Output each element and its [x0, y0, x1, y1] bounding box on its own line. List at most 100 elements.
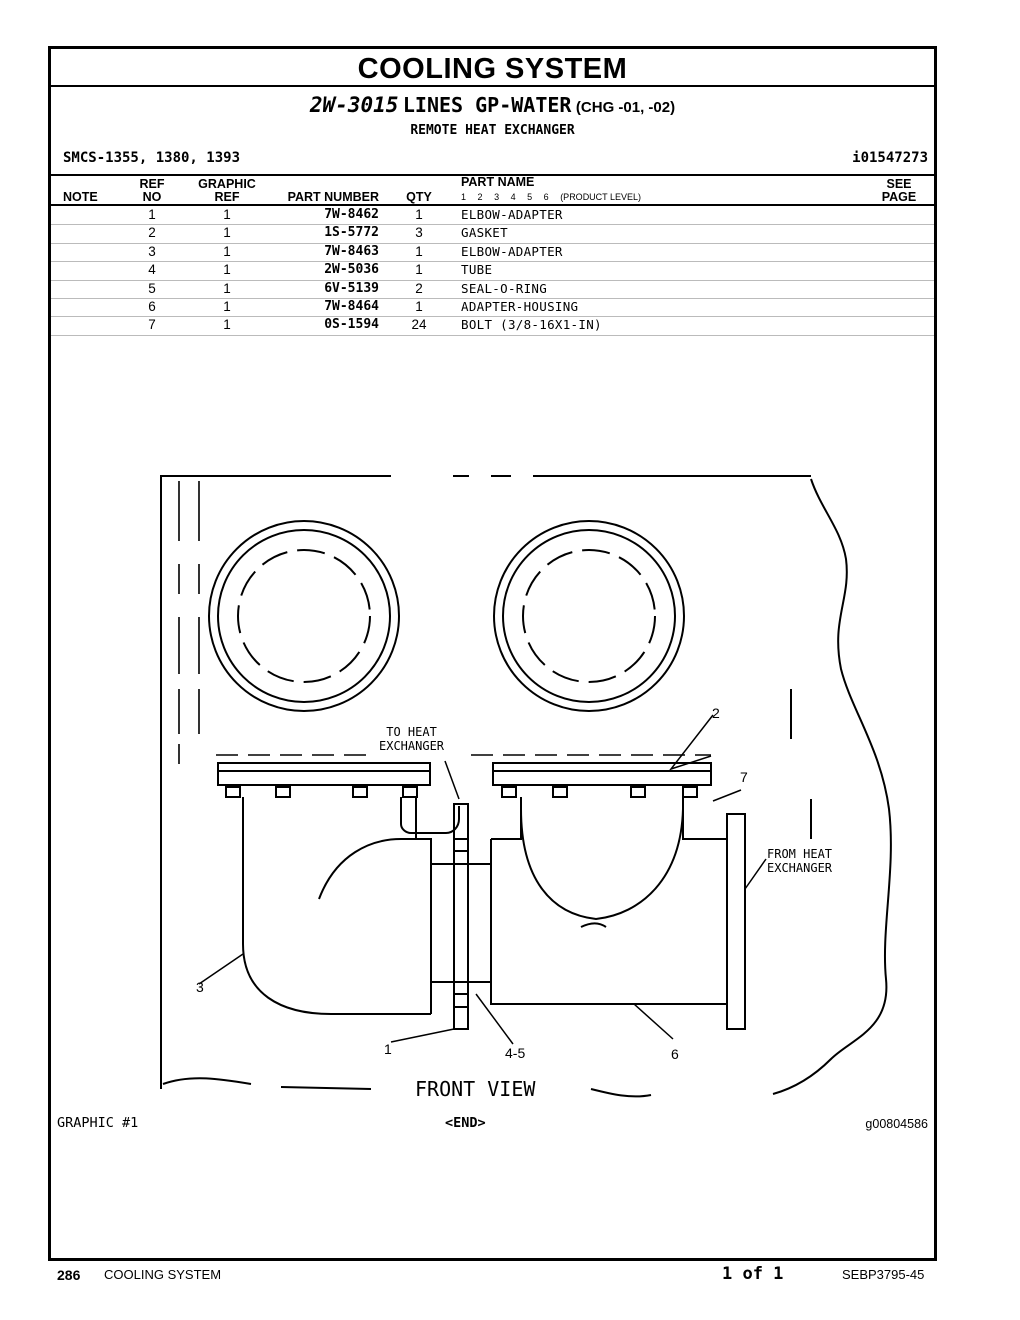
ref-no-cell: 7 — [148, 317, 156, 333]
graphic-ref-cell: 1 — [223, 262, 231, 278]
group-part-number: 2W-3015 — [309, 93, 399, 117]
ref-no-cell: 2 — [148, 225, 156, 241]
to-heat-line2: EXCHANGER — [379, 739, 445, 753]
table-row: 4 1 2W-5036 1 TUBE — [51, 261, 934, 281]
col-header-see-bottom: PAGE — [881, 190, 917, 204]
footer-section: COOLING SYSTEM — [104, 1267, 222, 1282]
graphic-ref-cell: 1 — [223, 207, 231, 222]
part-number-cell: 0S-1594 — [324, 317, 379, 333]
callout-1: 1 — [384, 1041, 392, 1057]
ref-no-cell: 6 — [148, 299, 156, 314]
ref-no-cell: 5 — [148, 280, 156, 296]
col-header-part-name: PART NAME — [461, 175, 535, 189]
table-row: 2 1 1S-5772 3 GASKET — [51, 224, 934, 244]
end-marker: <END> — [445, 1115, 486, 1131]
subtitle: REMOTE HEAT EXCHANGER — [410, 123, 575, 138]
smcs-codes: SMCS-1355, 1380, 1393 — [63, 150, 241, 166]
left-flange — [217, 762, 431, 798]
part-name-cell: GASKET — [461, 225, 508, 241]
port-circle-left — [208, 520, 400, 712]
from-heat-line1: FROM HEAT — [767, 847, 833, 861]
page-frame: COOLING SYSTEM 2W-3015 LINES GP-WATER (C… — [48, 46, 937, 1261]
qty-cell: 1 — [415, 299, 423, 314]
left-elbow-adapter — [242, 797, 460, 1015]
part-name-cell: ELBOW-ADAPTER — [461, 243, 563, 259]
graphic-ref-cell: 1 — [223, 280, 231, 296]
callout-6: 6 — [671, 1046, 679, 1062]
from-heat-line2: EXCHANGER — [767, 861, 833, 875]
document-number: SEBP3795-45 — [842, 1267, 925, 1282]
right-flange — [492, 762, 712, 798]
front-view-drawing — [160, 475, 892, 1098]
qty-cell: 24 — [411, 317, 427, 333]
part-number-cell: 7W-8462 — [324, 207, 379, 222]
table-row: 7 1 0S-1594 24 BOLT (3/8-16X1-IN) — [51, 316, 934, 336]
part-name-cell: ELBOW-ADAPTER — [461, 207, 563, 222]
header-divider — [51, 174, 934, 176]
col-header-see-top: SEE — [886, 177, 912, 191]
page-number: 286 — [57, 1267, 81, 1283]
col-header-note: NOTE — [63, 190, 98, 204]
graphic-id: g00804586 — [865, 1117, 928, 1131]
section-title: COOLING SYSTEM — [51, 49, 934, 87]
from-heat-label: FROM HEAT EXCHANGER — [767, 847, 832, 875]
to-heat-label: TO HEAT EXCHANGER — [379, 725, 444, 753]
port-circle-right — [493, 520, 685, 712]
ref-no-cell: 3 — [148, 243, 156, 259]
part-name-cell: ADAPTER-HOUSING — [461, 299, 579, 314]
housing-outline — [160, 475, 892, 1098]
product-level-5: 5 — [527, 192, 533, 202]
left-dashed-guides — [178, 481, 200, 764]
part-number-cell: 1S-5772 — [324, 225, 379, 241]
part-number-cell: 2W-5036 — [324, 262, 379, 278]
callout-leaders — [198, 714, 767, 1045]
table-row: 5 1 6V-5139 2 SEAL-O-RING — [51, 280, 934, 299]
qty-cell: 2 — [415, 280, 423, 296]
ref-no-cell: 4 — [148, 262, 156, 278]
callout-2: 2 — [712, 705, 720, 721]
col-header-ref-top: REF — [139, 177, 165, 191]
page-of: 1 of 1 — [722, 1264, 784, 1284]
col-header-ref-bottom: NO — [142, 190, 162, 204]
callout-7: 7 — [740, 769, 748, 785]
qty-cell: 1 — [415, 207, 423, 222]
graphic-ref-cell: 1 — [223, 299, 231, 314]
part-title: 2W-3015 LINES GP-WATER (CHG -01, -02) — [51, 93, 934, 117]
col-header-part-number: PART NUMBER — [287, 190, 379, 204]
table-row: 1 1 7W-8462 1 ELBOW-ADAPTER — [51, 206, 934, 226]
column-header-divider — [51, 204, 934, 206]
change-level: (CHG -01, -02) — [575, 99, 676, 116]
view-label: FRONT VIEW — [415, 1077, 536, 1101]
graphic-ref-cell: 1 — [223, 243, 231, 259]
product-levels: 1 2 3 4 5 6 (PRODUCT LEVEL) — [461, 192, 650, 202]
product-level-caption: (PRODUCT LEVEL) — [560, 192, 642, 202]
part-number-cell: 7W-8463 — [324, 243, 379, 259]
col-header-graphic-bottom: REF — [214, 190, 240, 204]
table-row: 3 1 7W-8463 1 ELBOW-ADAPTER — [51, 243, 934, 263]
graphic-label: GRAPHIC #1 — [57, 1115, 139, 1131]
ref-no-cell: 1 — [148, 207, 156, 222]
part-name-cell: SEAL-O-RING — [461, 280, 548, 296]
col-header-qty: QTY — [406, 190, 432, 204]
product-level-4: 4 — [510, 192, 516, 202]
product-level-2: 2 — [477, 192, 483, 202]
graphic-ref-cell: 1 — [223, 317, 231, 333]
group-part-name: LINES GP-WATER — [402, 93, 572, 117]
qty-cell: 1 — [415, 262, 423, 278]
callout-3: 3 — [196, 979, 204, 995]
product-level-1: 1 — [461, 192, 467, 202]
qty-cell: 1 — [415, 243, 423, 259]
adapter-housing — [490, 797, 746, 1030]
to-heat-line1: TO HEAT — [386, 725, 437, 739]
col-header-graphic-top: GRAPHIC — [198, 177, 256, 191]
part-name-cell: BOLT (3/8-16X1-IN) — [461, 317, 602, 333]
qty-cell: 3 — [415, 225, 423, 241]
illustration-id: i01547273 — [852, 150, 928, 166]
graphic-ref-cell: 1 — [223, 225, 231, 241]
tube-and-seals — [430, 803, 492, 1030]
callout-4-5: 4-5 — [505, 1045, 526, 1061]
part-number-cell: 6V-5139 — [324, 280, 379, 296]
product-level-6: 6 — [543, 192, 549, 202]
part-name-cell: TUBE — [461, 262, 493, 278]
